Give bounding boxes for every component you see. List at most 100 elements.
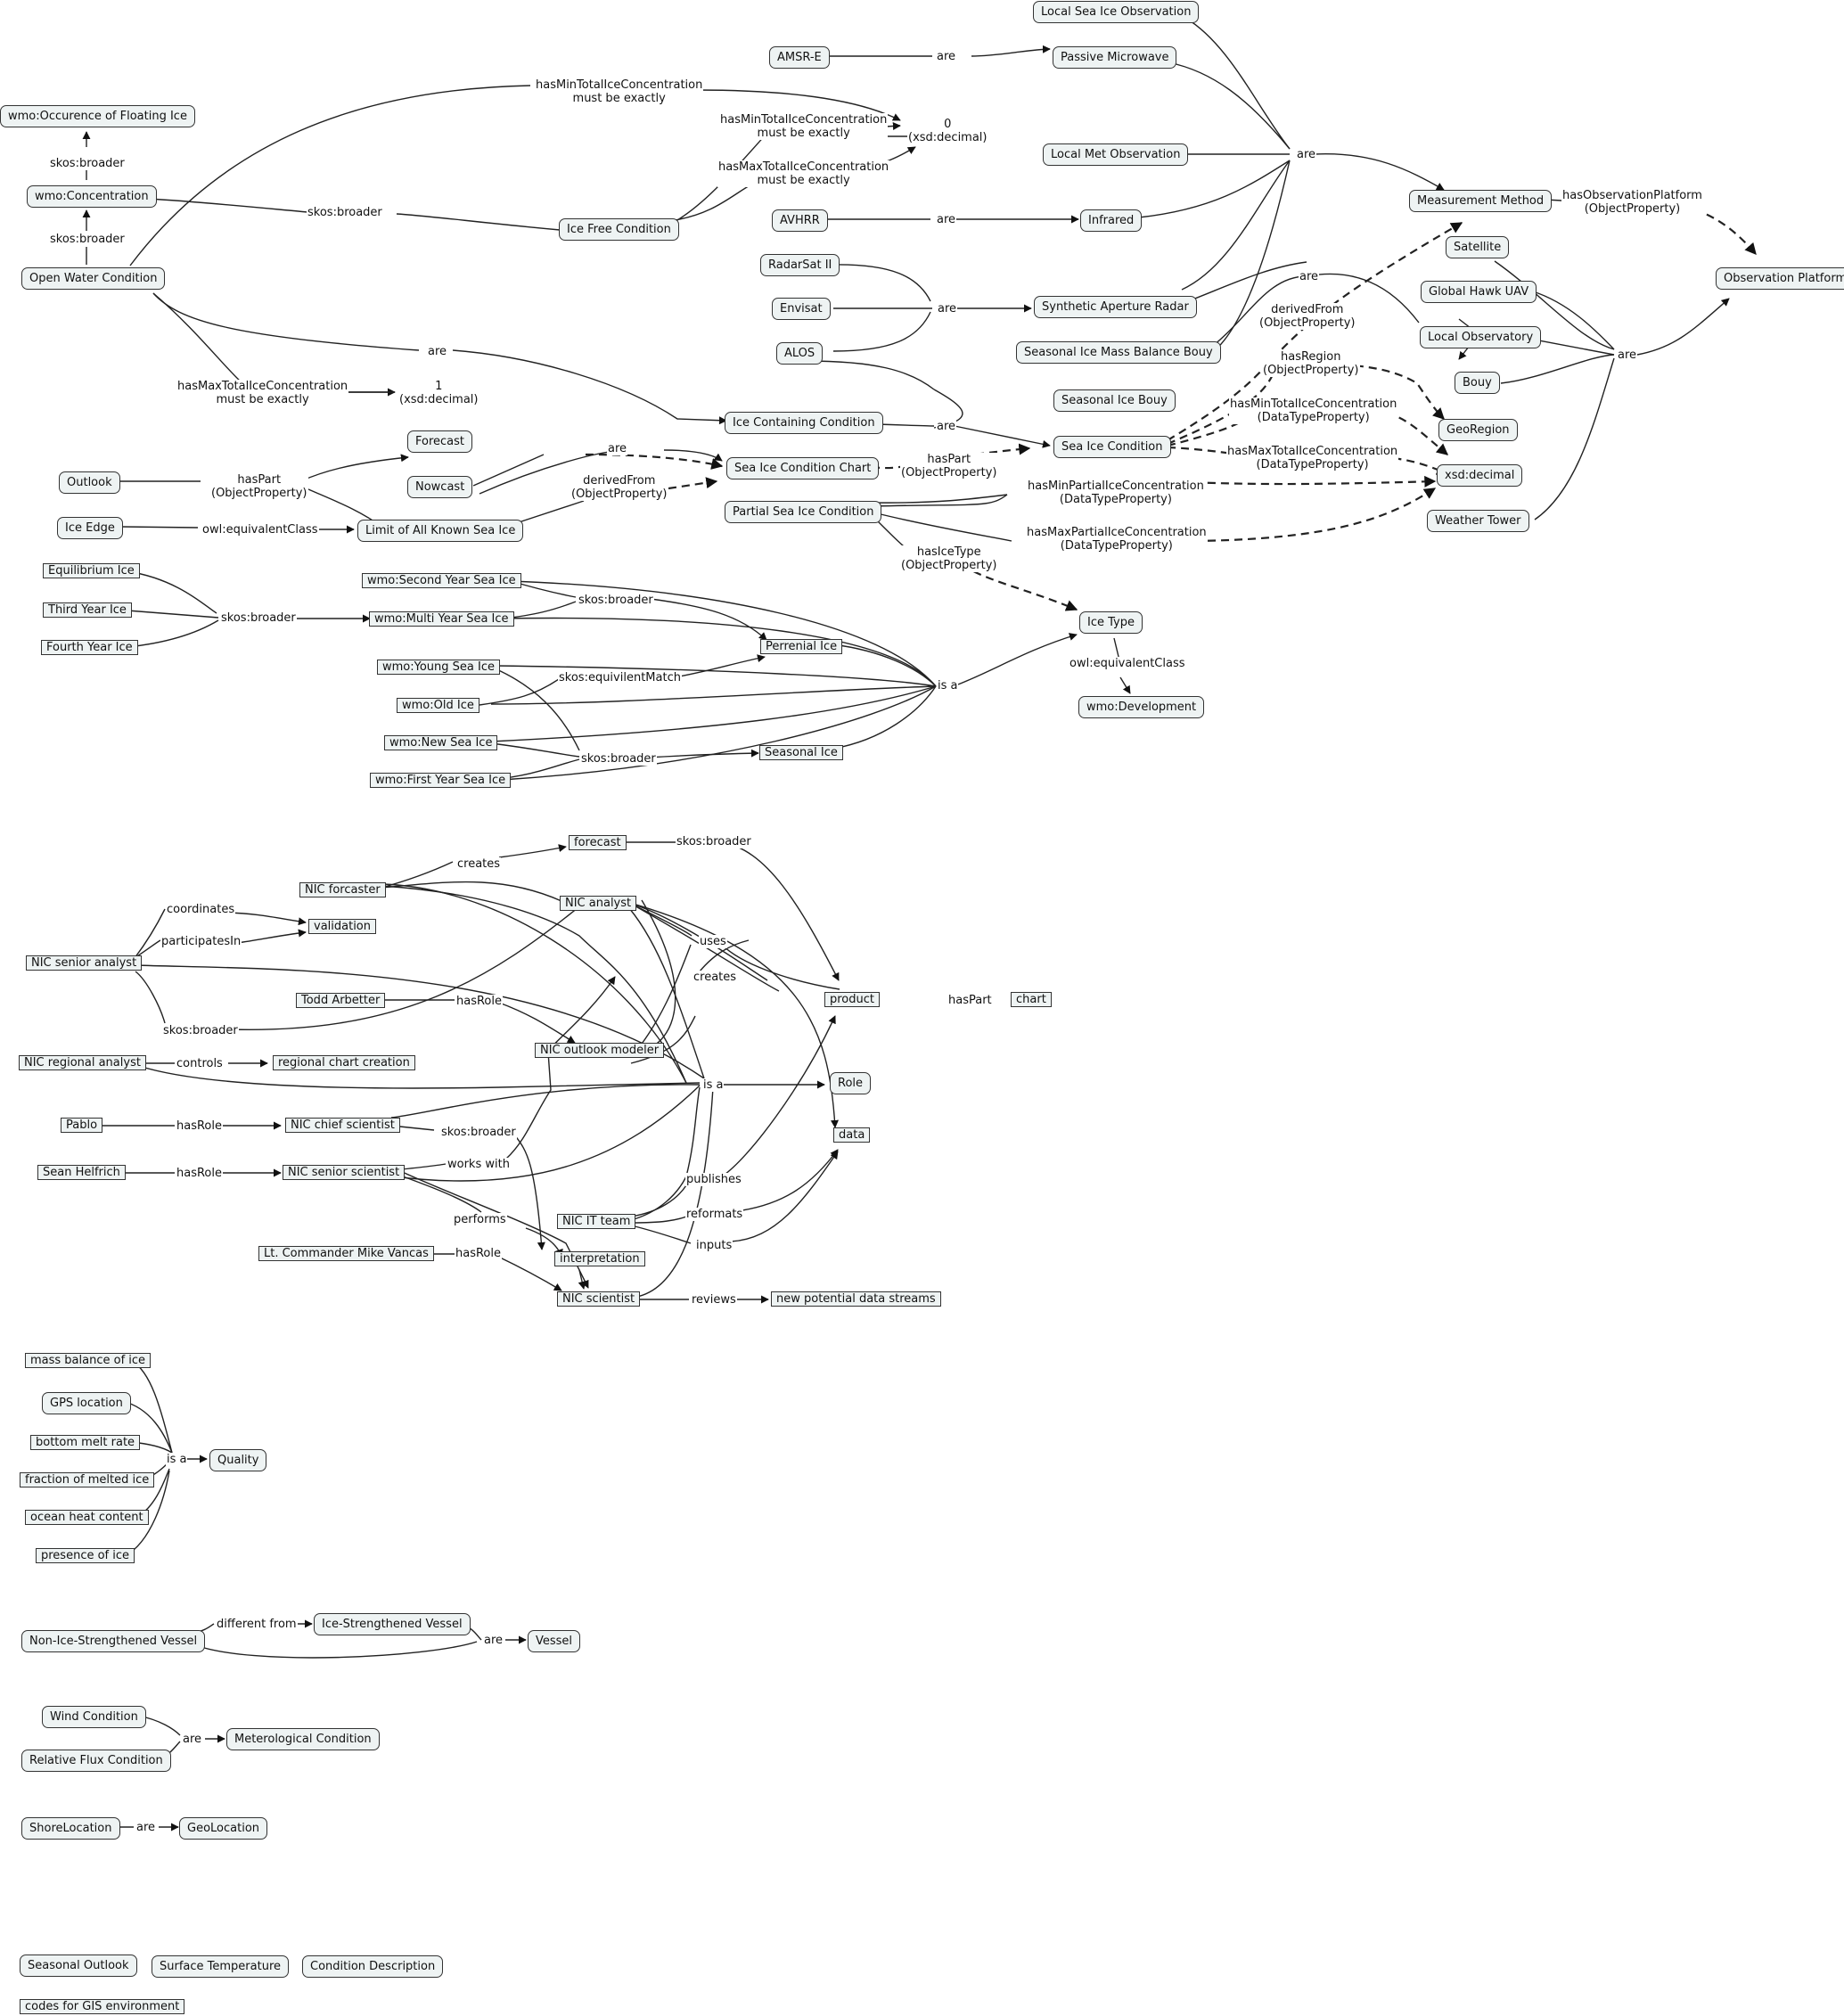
node-forecast-product[interactable]: forecast <box>569 835 627 850</box>
node-perrenial-ice[interactable]: Perrenial Ice <box>760 639 843 654</box>
node-nic-it-team[interactable]: NIC IT team <box>557 1214 636 1229</box>
node-seasonal-ice[interactable]: Seasonal Ice <box>759 745 843 760</box>
node-measurement-method[interactable]: Measurement Method <box>1409 190 1553 212</box>
node-third-year-ice[interactable]: Third Year Ice <box>43 602 132 618</box>
node-equilibrium-ice[interactable]: Equilibrium Ice <box>43 563 140 578</box>
edge-label-works-with: works with <box>447 1158 511 1171</box>
edge-label-hasminpartialiceconcentration: hasMinPartialIceConcentration (DataTypeP… <box>1027 479 1205 506</box>
node-todd-arbetter[interactable]: Todd Arbetter <box>296 993 386 1008</box>
node-bouy[interactable]: Bouy <box>1455 372 1500 394</box>
node-xsd-decimal[interactable]: xsd:decimal <box>1437 464 1523 487</box>
node-ice-containing-condition[interactable]: Ice Containing Condition <box>725 412 883 434</box>
node-relative-flux-condition[interactable]: Relative Flux Condition <box>21 1750 171 1772</box>
node-geolocation[interactable]: GeoLocation <box>179 1817 268 1840</box>
node-global-hawk-uav[interactable]: Global Hawk UAV <box>1421 281 1537 303</box>
edge-label-value-one: 1 (xsd:decimal) <box>398 380 479 406</box>
node-forecast[interactable]: Forecast <box>407 430 473 453</box>
node-georegion[interactable]: GeoRegion <box>1438 419 1518 441</box>
node-wmo-first-year-sea-ice[interactable]: wmo:First Year Sea Ice <box>370 773 512 788</box>
node-new-potential-data-streams[interactable]: new potential data streams <box>771 1291 941 1307</box>
node-radarsat-ii[interactable]: RadarSat II <box>760 254 840 276</box>
node-local-sea-ice-observation[interactable]: Local Sea Ice Observation <box>1033 1 1200 23</box>
node-meterological-condition[interactable]: Meterological Condition <box>226 1728 380 1750</box>
node-wmo-occurence-of-floating-ice[interactable]: wmo:Occurence of Floating Ice <box>0 105 195 127</box>
node-interpretation[interactable]: interpretation <box>554 1251 645 1266</box>
node-wmo-development[interactable]: wmo:Development <box>1078 696 1205 718</box>
node-weather-tower[interactable]: Weather Tower <box>1427 510 1529 532</box>
edge-label-is-a: is a <box>702 1078 725 1092</box>
node-sea-ice-condition[interactable]: Sea Ice Condition <box>1053 436 1171 458</box>
node-ice-type[interactable]: Ice Type <box>1079 611 1143 634</box>
node-synthetic-aperture-radar[interactable]: Synthetic Aperture Radar <box>1034 296 1197 318</box>
node-validation[interactable]: validation <box>308 919 377 934</box>
node-alos[interactable]: ALOS <box>776 342 824 365</box>
node-shorelocation[interactable]: ShoreLocation <box>21 1817 120 1840</box>
node-wmo-second-year-sea-ice[interactable]: wmo:Second Year Sea Ice <box>362 573 521 588</box>
edge-label-hasmintotaliceconcentration: hasMinTotalIceConcentration must be exac… <box>535 78 704 105</box>
edge-label-publishes: publishes <box>685 1173 742 1186</box>
edge-label-are: are <box>607 442 628 455</box>
node-avhrr[interactable]: AVHRR <box>772 209 828 232</box>
node-wmo-young-sea-ice[interactable]: wmo:Young Sea Ice <box>377 660 500 675</box>
node-outlook[interactable]: Outlook <box>59 471 120 494</box>
node-nic-regional-analyst[interactable]: NIC regional analyst <box>19 1055 146 1070</box>
node-amsr-e[interactable]: AMSR-E <box>769 46 830 69</box>
node-partial-sea-ice-condition[interactable]: Partial Sea Ice Condition <box>725 501 882 523</box>
node-wmo-concentration[interactable]: wmo:Concentration <box>27 185 157 208</box>
node-nic-scientist[interactable]: NIC scientist <box>557 1291 641 1307</box>
node-ice-strengthened-vessel[interactable]: Ice-Strengthened Vessel <box>314 1613 471 1635</box>
edge-label-are: are <box>1299 270 1320 283</box>
edge-label-haspart: hasPart <box>947 994 993 1007</box>
node-open-water-condition[interactable]: Open Water Condition <box>21 267 166 290</box>
node-nic-outlook-modeler[interactable]: NIC outlook modeler <box>535 1043 665 1058</box>
node-fraction-of-melted-ice[interactable]: fraction of melted ice <box>20 1472 155 1487</box>
node-seasonal-ice-mass-balance-bouy[interactable]: Seasonal Ice Mass Balance Bouy <box>1016 341 1221 364</box>
node-nic-forcaster[interactable]: NIC forcaster <box>299 882 386 897</box>
node-sean-helfrich[interactable]: Sean Helfrich <box>37 1165 126 1180</box>
node-satellite[interactable]: Satellite <box>1446 236 1510 258</box>
node-surface-temperature[interactable]: Surface Temperature <box>152 1955 290 1978</box>
node-nic-senior-scientist[interactable]: NIC senior scientist <box>283 1165 406 1180</box>
edge-label-hasmaxtotaliceconcentration: hasMaxTotalIceConcentration (DataTypePro… <box>1226 445 1399 471</box>
node-local-observatory[interactable]: Local Observatory <box>1420 326 1542 348</box>
node-codes-for-gis-environment[interactable]: codes for GIS environment <box>20 1999 185 2014</box>
node-product[interactable]: product <box>824 992 881 1007</box>
node-ice-free-condition[interactable]: Ice Free Condition <box>559 218 679 241</box>
node-wmo-multi-year-sea-ice[interactable]: wmo:Multi Year Sea Ice <box>369 611 514 627</box>
node-condition-description[interactable]: Condition Description <box>302 1955 444 1978</box>
node-passive-microwave[interactable]: Passive Microwave <box>1053 46 1177 69</box>
node-non-ice-strengthened-vessel[interactable]: Non-Ice-Strengthened Vessel <box>21 1630 206 1652</box>
node-wmo-new-sea-ice[interactable]: wmo:New Sea Ice <box>384 735 498 750</box>
node-quality[interactable]: Quality <box>209 1449 267 1471</box>
node-sea-ice-condition-chart[interactable]: Sea Ice Condition Chart <box>726 457 880 479</box>
node-role[interactable]: Role <box>830 1072 872 1094</box>
node-local-met-observation[interactable]: Local Met Observation <box>1043 143 1189 166</box>
node-nic-senior-analyst[interactable]: NIC senior analyst <box>26 955 143 971</box>
node-nic-chief-scientist[interactable]: NIC chief scientist <box>285 1118 400 1133</box>
node-envisat[interactable]: Envisat <box>772 298 831 320</box>
node-infrared[interactable]: Infrared <box>1080 209 1143 232</box>
node-seasonal-outlook[interactable]: Seasonal Outlook <box>20 1955 137 1977</box>
node-lt-commander-mike-vancas[interactable]: Lt. Commander Mike Vancas <box>258 1246 434 1261</box>
node-nic-analyst[interactable]: NIC analyst <box>560 896 637 911</box>
edge-label-value-zero: 0 (xsd:decimal) <box>907 118 988 144</box>
node-bottom-melt-rate[interactable]: bottom melt rate <box>30 1435 141 1450</box>
node-wmo-old-ice[interactable]: wmo:Old Ice <box>397 698 479 713</box>
node-limit-of-all-known-sea-ice[interactable]: Limit of All Known Sea Ice <box>357 520 524 542</box>
node-presence-of-ice[interactable]: presence of ice <box>36 1548 135 1563</box>
edge-label-are: are <box>427 345 448 358</box>
node-nowcast[interactable]: Nowcast <box>407 476 473 498</box>
node-regional-chart-creation[interactable]: regional chart creation <box>273 1055 415 1070</box>
node-pablo[interactable]: Pablo <box>61 1118 103 1133</box>
node-data[interactable]: data <box>833 1127 871 1143</box>
node-ice-edge[interactable]: Ice Edge <box>57 517 123 539</box>
node-vessel[interactable]: Vessel <box>528 1630 581 1652</box>
node-mass-balance-of-ice[interactable]: mass balance of ice <box>25 1353 152 1368</box>
node-wind-condition[interactable]: Wind Condition <box>42 1706 146 1728</box>
node-observation-platform[interactable]: Observation Platform <box>1716 267 1844 290</box>
node-chart[interactable]: chart <box>1011 992 1052 1007</box>
node-gps-location[interactable]: GPS location <box>42 1392 131 1414</box>
node-seasonal-ice-bouy[interactable]: Seasonal Ice Bouy <box>1053 389 1176 412</box>
node-fourth-year-ice[interactable]: Fourth Year Ice <box>41 640 138 655</box>
node-ocean-heat-content[interactable]: ocean heat content <box>25 1510 149 1525</box>
